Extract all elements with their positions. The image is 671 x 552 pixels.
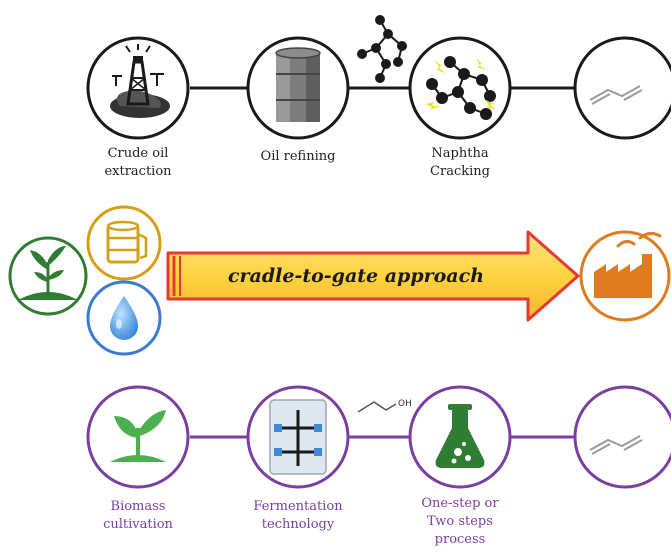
oil-derrick-icon <box>110 44 170 118</box>
row-bio-route: Biomass cultivation Fermentation technol… <box>86 385 671 547</box>
fermenter-icon <box>269 399 327 475</box>
ethanol-oh-label: OH <box>398 399 412 409</box>
process-label-line1: One-step or <box>421 496 499 511</box>
water-input-node <box>86 280 162 356</box>
butadiene-structure-icon <box>589 85 643 105</box>
butadiene-structure-icon <box>589 435 643 455</box>
sprout-icon <box>110 410 166 462</box>
plant-icon <box>18 246 78 300</box>
cradle-to-gate-label: cradle-to-gate approach <box>228 265 484 287</box>
fermentation-label-line1: Fermentation <box>253 499 343 514</box>
oil-barrel-icon <box>275 47 321 122</box>
row-petrochemical: Crude oil extraction Oil refining <box>86 15 671 179</box>
naphtha-label-line2: Cracking <box>430 164 490 179</box>
plant-input-node <box>8 236 88 316</box>
water-drop-icon <box>110 296 138 340</box>
fermentation-technology-node: Fermentation technology <box>246 385 350 532</box>
oil-drum-icon <box>106 220 148 264</box>
naphtha-molecule-icon <box>357 15 407 83</box>
factory-output-node <box>579 230 671 322</box>
biomass-label-line2: cultivation <box>103 517 173 532</box>
naphtha-label-line1: Naphtha <box>431 146 488 161</box>
process-label-line3: process <box>435 532 486 547</box>
cradle-to-gate-arrow: cradle-to-gate approach <box>166 230 580 322</box>
oil-refining-label: Oil refining <box>261 149 336 164</box>
butadiene-product-node-row1 <box>573 36 671 140</box>
oil-drum-input-node <box>86 205 162 281</box>
process-label-line2: Two steps <box>427 514 493 529</box>
crude-oil-label-line2: extraction <box>104 164 172 179</box>
biomass-cultivation-node: Biomass cultivation <box>86 385 190 532</box>
factory-icon <box>594 231 662 298</box>
flask-icon <box>435 404 485 468</box>
oil-refining-node: Oil refining <box>246 36 350 164</box>
naphtha-cracking-node: Naphtha Cracking <box>408 36 512 179</box>
crude-oil-extraction-node: Crude oil extraction <box>86 36 190 179</box>
fermentation-label-line2: technology <box>262 517 335 532</box>
crude-oil-label-line1: Crude oil <box>108 146 169 161</box>
ethanol-structure-icon: OH <box>357 399 412 413</box>
biomass-label-line1: Biomass <box>111 499 166 514</box>
row-cradle-to-gate: cradle-to-gate approach <box>8 205 671 356</box>
molecule-cracking-icon <box>426 56 496 120</box>
conversion-process-node: One-step or Two steps process <box>408 385 512 547</box>
butadiene-product-node-row3 <box>573 385 671 489</box>
